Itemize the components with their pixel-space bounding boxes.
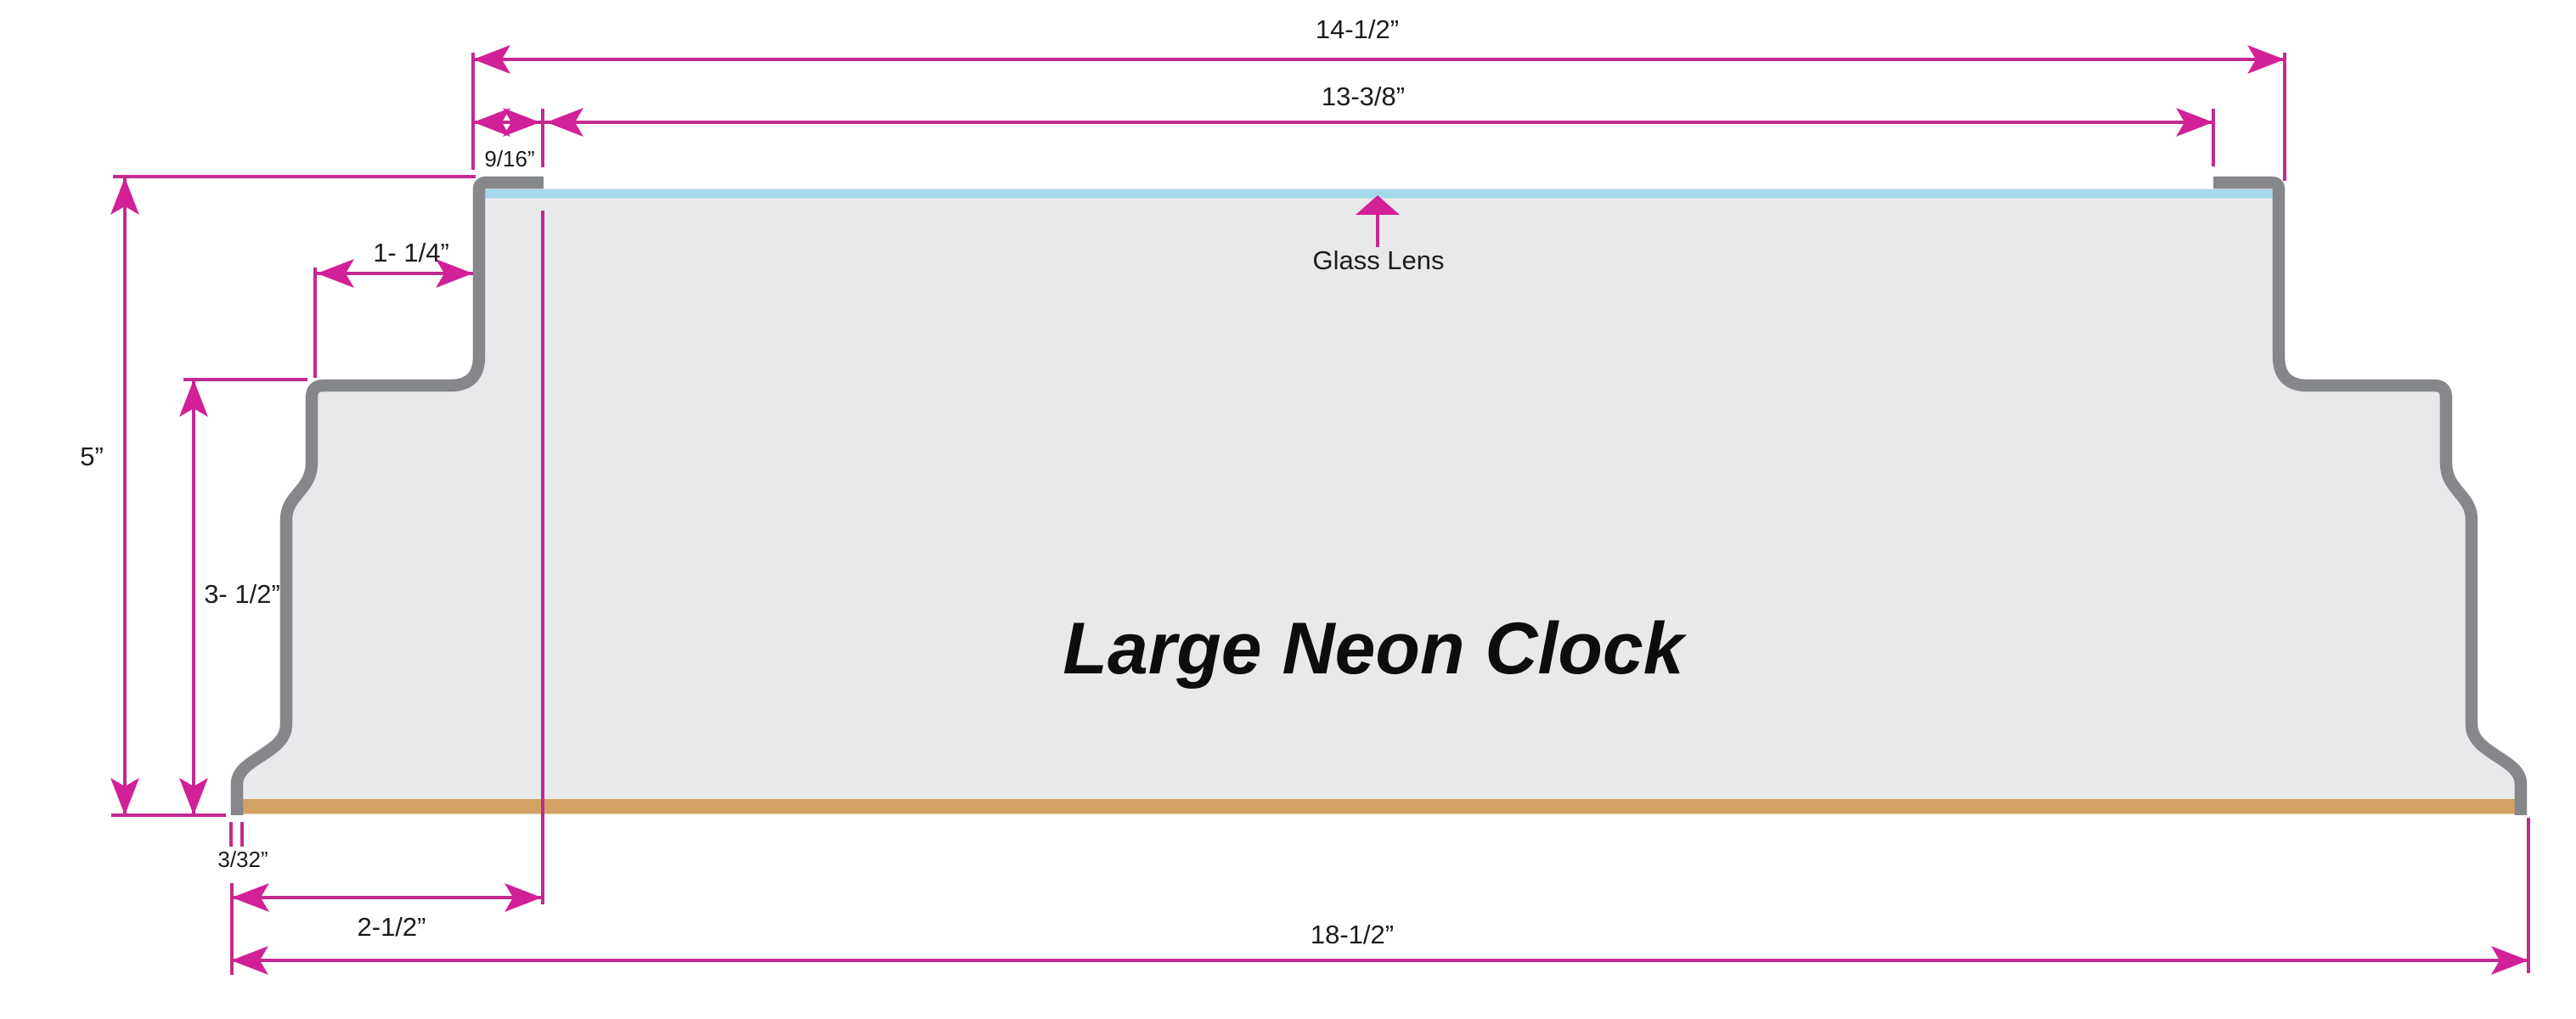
glass-lens-arrow <box>1356 195 1400 215</box>
arrow-top-width-left <box>473 45 510 74</box>
arrow-top-width-right <box>2247 45 2285 74</box>
housing-body-fill <box>237 189 2521 814</box>
arrow-lip-right <box>503 108 540 137</box>
arrow-lip-left <box>473 108 510 137</box>
arrow-lower-height-top <box>179 380 208 417</box>
base-width-label: 18-1/2” <box>1311 920 1394 949</box>
arrow-base-right <box>2491 946 2528 975</box>
arrow-lower-height-bottom <box>179 778 208 815</box>
top-width-label: 14-1/2” <box>1316 14 1399 44</box>
arrow-foot-inset-right <box>504 883 542 912</box>
arrow-base-left <box>231 946 268 975</box>
arrow-lens-left <box>546 108 583 137</box>
lower-height-label: 3- 1/2” <box>204 579 280 609</box>
wall-thickness-label: 3/32” <box>217 847 268 872</box>
arrow-step-right <box>436 259 473 288</box>
lip-width-label: 9/16” <box>484 146 534 172</box>
arrow-step-left <box>317 259 354 288</box>
housing-outline-right <box>2213 176 2528 815</box>
glass-lens-label: Glass Lens <box>1312 245 1444 275</box>
step-offset-label: 1- 1/4” <box>373 238 449 267</box>
housing-outline-left <box>230 176 544 815</box>
arrow-foot-inset-left <box>232 883 269 912</box>
glass-lens-strip <box>485 189 2273 199</box>
arrow-height-top <box>110 177 139 215</box>
diagram-title: Large Neon Clock <box>1063 608 1687 690</box>
arrow-height-bottom <box>110 778 139 815</box>
arrow-lens-right <box>2176 108 2213 137</box>
foot-inset-label: 2-1/2” <box>358 912 426 942</box>
lens-width-label: 13-3/8” <box>1322 82 1405 111</box>
overall-height-label: 5” <box>80 442 104 471</box>
arrowheads <box>110 45 2528 975</box>
back-panel-strip <box>243 799 2515 814</box>
